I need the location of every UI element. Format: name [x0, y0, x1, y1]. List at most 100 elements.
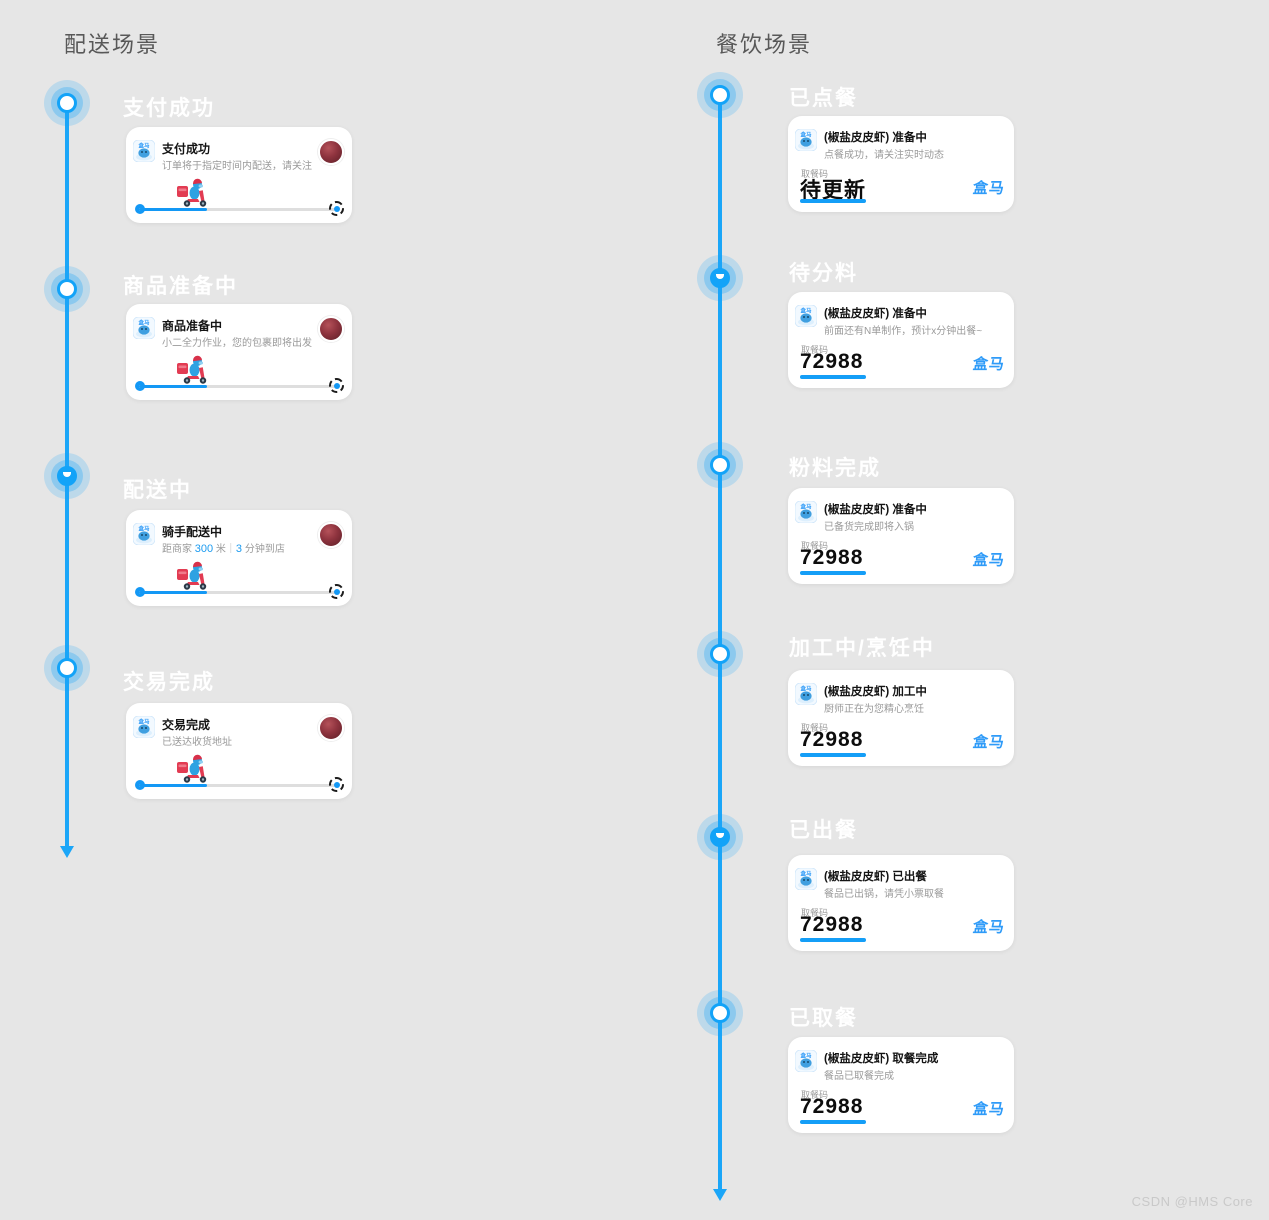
node-dot-icon [710, 827, 730, 847]
node-dot-icon [710, 85, 730, 105]
pickup-code-value: 72988 [800, 1095, 864, 1118]
dining-timeline-node-2 [697, 255, 743, 301]
user-avatar [318, 522, 344, 548]
hema-app-icon-label: 盒马 [800, 131, 812, 139]
dining-timeline-node-1 [697, 72, 743, 118]
card-subtitle: 餐品已取餐完成 [824, 1071, 894, 1082]
card-title: 支付成功 [162, 142, 211, 156]
dining-timeline-node-3 [697, 442, 743, 488]
delivery-timeline-arrow-icon [60, 846, 74, 858]
card-subtitle: 前面还有N单制作，预计x分钟出餐~ [824, 326, 983, 337]
dining-timeline-line [718, 95, 722, 1191]
pickup-code-label: 取餐码 [801, 345, 829, 355]
hema-app-icon: 盒马 [133, 523, 155, 545]
hema-app-icon: 盒马 [795, 1050, 817, 1072]
notification-card-payment-success: 盒马 支付成功 订单将于指定时间内配送，请关注 [126, 127, 352, 223]
dining-timeline-node-4 [697, 631, 743, 677]
pickup-code-underline [800, 938, 866, 942]
pickup-code-value: 待更新 [800, 179, 866, 202]
notification-card-picked-up: 盒马 (椒盐皮皮虾) 取餐完成 餐品已取餐完成 取餐码 72988 盒马 [788, 1037, 1014, 1133]
dining-section-title: 餐饮场景 [716, 32, 813, 57]
notification-card-ingredients-ready: 盒马 (椒盐皮皮虾) 准备中 已备货完成即将入锅 取餐码 72988 盒马 [788, 488, 1014, 584]
destination-target-icon [329, 584, 344, 599]
delivery-timeline-node-4 [44, 645, 90, 691]
eta-value: 3 [235, 543, 243, 555]
node-dot-icon [57, 466, 77, 486]
delivery-stage-title-4: 交易完成 [123, 671, 215, 694]
hema-app-icon-label: 盒马 [138, 319, 150, 327]
dining-stage-title-2: 待分料 [789, 262, 858, 285]
delivery-timeline-node-2 [44, 266, 90, 312]
hema-brand-logo: 盒马 [971, 1101, 1006, 1118]
node-dot-icon [57, 658, 77, 678]
card-subtitle: 已送达收货地址 [162, 737, 232, 748]
delivery-stage-title-2: 商品准备中 [123, 275, 238, 298]
hema-app-icon: 盒马 [133, 317, 155, 339]
hema-app-icon-label: 盒马 [138, 718, 150, 726]
hema-app-icon-label: 盒马 [138, 525, 150, 533]
card-title: 交易完成 [162, 718, 211, 732]
card-title: 商品准备中 [162, 319, 223, 333]
hema-brand-logo: 盒马 [971, 180, 1006, 197]
progress-fill [139, 783, 207, 787]
delivery-timeline-node-3 [44, 453, 90, 499]
card-title: (椒盐皮皮虾) 准备中 [824, 504, 927, 516]
hema-brand-logo: 盒马 [971, 919, 1006, 936]
delivery-timeline-node-1 [44, 80, 90, 126]
dining-stage-title-4: 加工中/烹饪中 [789, 637, 935, 660]
hema-app-icon-label: 盒马 [800, 503, 812, 511]
watermark: CSDN @HMS Core [1131, 1194, 1253, 1209]
progress-fill [139, 207, 207, 211]
node-dot-icon [57, 279, 77, 299]
node-dot-icon [710, 1003, 730, 1023]
delivery-rider-icon [177, 561, 207, 590]
card-subtitle: 小二全力作业，您的包裹即将出发 [162, 338, 312, 349]
card-title: (椒盐皮皮虾) 加工中 [824, 686, 927, 698]
pickup-code-underline [800, 375, 866, 379]
notification-card-meal-ready: 盒马 (椒盐皮皮虾) 已出餐 餐品已出锅，请凭小票取餐 取餐码 72988 盒马 [788, 855, 1014, 951]
hema-brand-logo: 盒马 [971, 734, 1006, 751]
card-title: (椒盐皮皮虾) 取餐完成 [824, 1053, 939, 1065]
dining-stage-title-6: 已取餐 [789, 1007, 858, 1030]
notification-card-cooking: 盒马 (椒盐皮皮虾) 加工中 厨师正在为您精心烹饪 取餐码 72988 盒马 [788, 670, 1014, 766]
pickup-code-underline [800, 753, 866, 757]
delivery-rider-icon [177, 178, 207, 207]
hema-app-icon-label: 盒马 [800, 685, 812, 693]
progress-track [139, 384, 337, 388]
dining-stage-title-1: 已点餐 [789, 87, 858, 110]
node-dot-icon [710, 644, 730, 664]
pickup-code-label: 取餐码 [801, 541, 829, 551]
node-dot-icon [710, 268, 730, 288]
delivery-stage-title-3: 配送中 [123, 479, 192, 502]
user-avatar [318, 715, 344, 741]
subtitle-text: 距商家 [162, 544, 195, 555]
hema-brand-logo: 盒马 [971, 552, 1006, 569]
hema-app-icon: 盒马 [795, 305, 817, 327]
card-subtitle: 订单将于指定时间内配送，请关注 [162, 161, 312, 172]
pickup-code-label: 取餐码 [801, 1090, 829, 1100]
pickup-code-underline [800, 199, 866, 203]
progress-track [139, 590, 337, 594]
hema-app-icon: 盒马 [795, 683, 817, 705]
pickup-code-underline [800, 571, 866, 575]
subtitle-text: 分钟到店 [242, 544, 285, 555]
dining-timeline-arrow-icon [713, 1189, 727, 1201]
subtitle-text: 米 [213, 544, 226, 555]
dining-timeline-node-6 [697, 990, 743, 1036]
pickup-code-value: 72988 [800, 913, 864, 936]
card-title: (椒盐皮皮虾) 准备中 [824, 308, 927, 320]
hema-app-icon: 盒马 [795, 868, 817, 890]
card-title: 骑手配送中 [162, 525, 223, 539]
distance-value: 300 [194, 543, 214, 555]
hema-app-icon: 盒马 [795, 501, 817, 523]
progress-fill [139, 384, 207, 388]
delivery-rider-icon [177, 754, 207, 783]
subtitle-separator: ｜ [225, 544, 236, 555]
pickup-code-value: 72988 [800, 546, 864, 569]
node-dot-icon [710, 455, 730, 475]
notification-card-waiting-portion: 盒马 (椒盐皮皮虾) 准备中 前面还有N单制作，预计x分钟出餐~ 取餐码 729… [788, 292, 1014, 388]
hema-app-icon-label: 盒马 [138, 142, 150, 150]
hema-app-icon: 盒马 [795, 129, 817, 151]
notification-card-complete: 盒马 交易完成 已送达收货地址 [126, 703, 352, 799]
